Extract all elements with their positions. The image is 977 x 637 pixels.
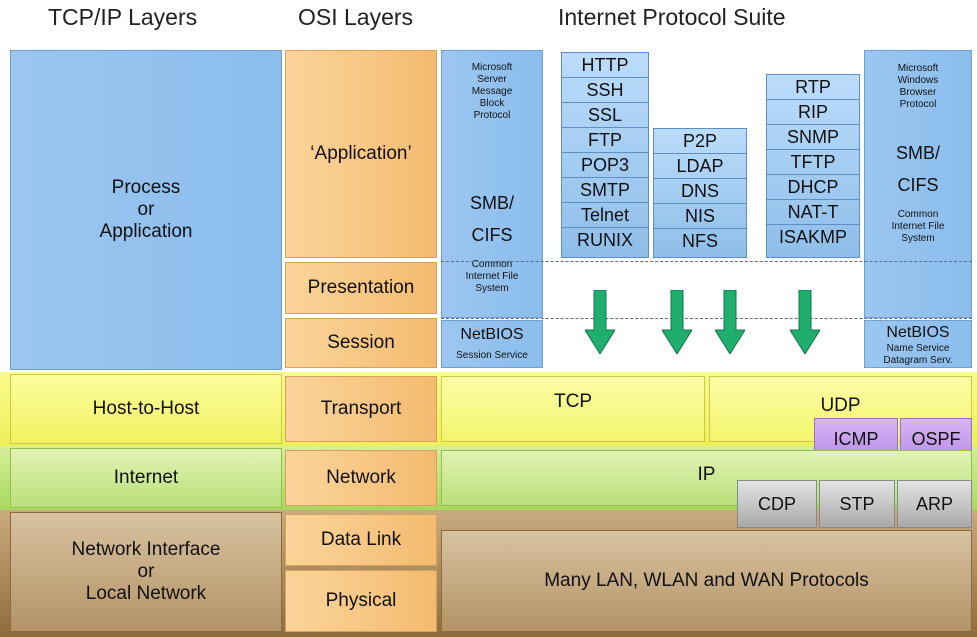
protocol-nfs: NFS: [682, 231, 718, 251]
down-arrow-icon: [790, 290, 820, 354]
tcpip-layer-application: Process or Application: [10, 50, 282, 370]
protocol-http: HTTP: [562, 53, 648, 78]
tcpip-layer-network-interface: Network Interface or Local Network: [10, 512, 282, 632]
protocol-ssh: SSH: [562, 78, 648, 103]
osi-layer-presentation: Presentation: [285, 262, 437, 314]
presentation-separator: [441, 261, 972, 262]
netbios-right-label: NetBIOS: [886, 324, 950, 341]
protocol-telnet: Telnet: [562, 203, 648, 228]
protocol-p2p: P2P: [654, 129, 746, 154]
protocol-runix: RUNIX: [576, 230, 633, 250]
osi-layer-data-link: Data Link: [285, 514, 437, 566]
protocol-stp: STP: [819, 480, 895, 528]
protocol-tftp: TFTP: [767, 150, 859, 175]
protocol-snmp: SNMP: [767, 125, 859, 150]
header-tcpip-layers: TCP/IP Layers: [48, 4, 198, 30]
protocol-isakmp: ISAKMP: [778, 227, 848, 247]
protocol-nat-t: NAT-T: [767, 200, 859, 225]
down-arrow-icon: [715, 290, 745, 354]
netbios-right-block: NetBIOS Name Service Datagram Serv.: [864, 320, 972, 368]
tcp-box: TCP: [441, 376, 705, 442]
udp-app-stack: RTP RIP SNMP TFTP DHCP NAT-T ISAKMP: [766, 74, 860, 258]
smb-left-smb: SMB/: [469, 192, 514, 213]
netbios-left-sub: Session Service: [456, 350, 528, 361]
smb-left-cifs: CIFS: [471, 224, 513, 245]
protocol-ldap: LDAP: [654, 154, 746, 179]
protocol-dns: DNS: [654, 179, 746, 204]
osi-layer-application: ‘Application’: [285, 50, 437, 258]
protocol-pop3: POP3: [562, 153, 648, 178]
smb-right-cifs-full: Common Internet File System: [891, 209, 945, 244]
osi-layer-transport: Transport: [285, 376, 437, 442]
session-separator: [441, 318, 972, 319]
tcpip-layer-internet: Internet: [10, 448, 282, 508]
smb-left-cifs-full: Common Internet File System: [465, 259, 519, 294]
protocol-rip: RIP: [767, 100, 859, 125]
protocol-arp: ARP: [897, 480, 972, 528]
osi-layer-session: Session: [285, 318, 437, 368]
middle-app-stack: P2P LDAP DNS NIS NFS: [653, 128, 747, 258]
smb-left-block: Microsoft Server Message Block Protocol …: [441, 50, 543, 318]
smb-right-block: Microsoft Windows Browser Protocol SMB/ …: [864, 50, 972, 318]
protocol-ssl: SSL: [562, 103, 648, 128]
protocol-dhcp: DHCP: [767, 175, 859, 200]
header-osi-layers: OSI Layers: [298, 4, 414, 30]
smb-right-smb: SMB/: [895, 142, 940, 163]
down-arrow-icon: [662, 290, 692, 354]
down-arrow-icon: [585, 290, 615, 354]
header-protocol-suite: Internet Protocol Suite: [558, 4, 786, 30]
protocol-nis: NIS: [654, 204, 746, 229]
protocol-rtp: RTP: [767, 75, 859, 100]
smb-left-fullname: Microsoft Server Message Block Protocol: [471, 62, 513, 121]
protocol-ftp: FTP: [562, 128, 648, 153]
smb-right-cifs: CIFS: [897, 174, 939, 195]
smb-right-fullname: Microsoft Windows Browser Protocol: [897, 63, 939, 110]
protocol-cdp: CDP: [737, 480, 817, 528]
netbios-left-label: NetBIOS: [460, 326, 524, 343]
osi-layer-network: Network: [285, 450, 437, 506]
protocol-smtp: SMTP: [562, 178, 648, 203]
link-protocols-box: Many LAN, WLAN and WAN Protocols: [441, 530, 972, 632]
netbios-left-block: NetBIOS Session Service: [441, 320, 543, 368]
netbios-right-sub: Name Service Datagram Serv.: [883, 343, 953, 366]
osi-layer-physical: Physical: [285, 570, 437, 632]
tcp-app-stack: HTTP SSH SSL FTP POP3 SMTP Telnet RUNIX: [561, 52, 649, 258]
tcpip-layer-host-to-host: Host-to-Host: [10, 374, 282, 444]
